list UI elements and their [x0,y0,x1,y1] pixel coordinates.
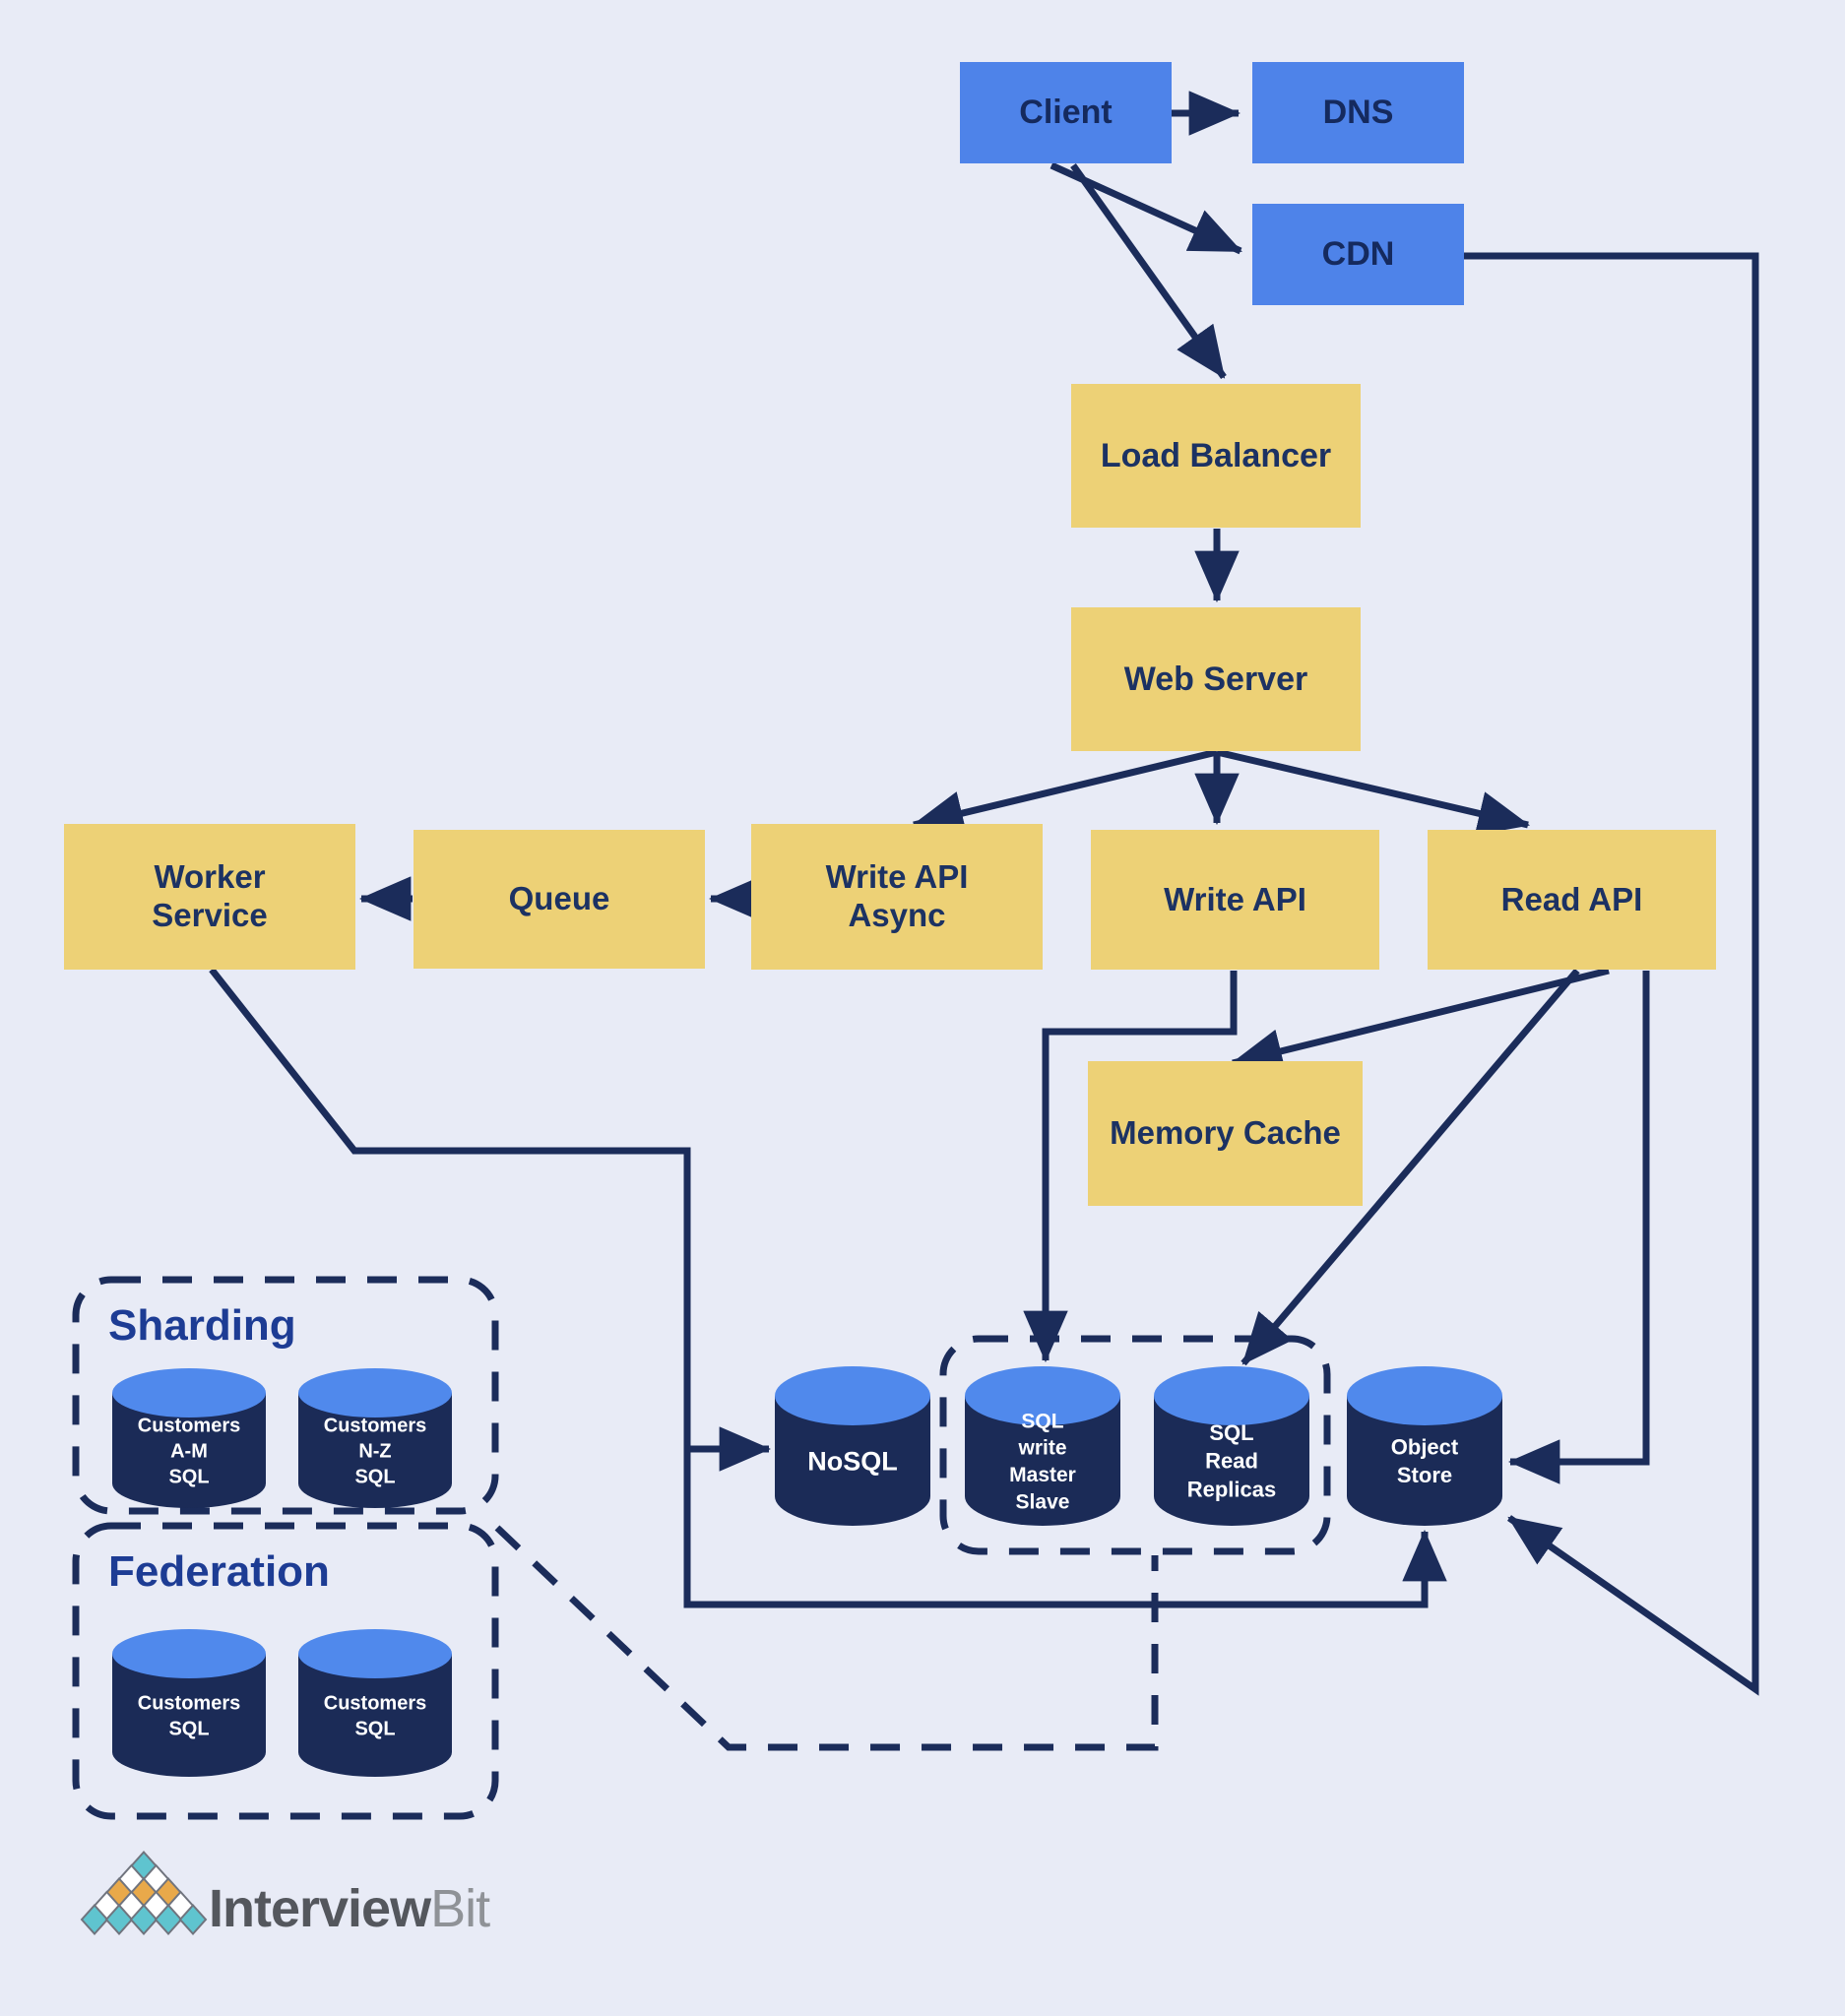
cylinder-nosql: NoSQL [775,1366,930,1526]
node-read-api: Read API [1428,830,1716,970]
dashed-connector-federation-sharding-to-sql-group [494,1525,1159,1751]
arrow-write-api-to-sql-write [1023,971,1238,1363]
interviewbit-logo-text: InterviewBit [209,1878,490,1939]
logo-text-interview: Interview [209,1879,431,1938]
section-box-federation [72,1522,499,1820]
interviewbit-logo: InterviewBit [209,1878,490,1939]
arrow-cdn-to-object-store [1464,252,1759,1696]
arrow-web-server-to-read-api [1216,748,1531,836]
arrow-read-api-to-memory-cache [1230,967,1610,1074]
arrow-web-server-to-write-api-async [911,748,1218,836]
section-title-federation: Federation [108,1547,330,1596]
node-memory-cache: Memory Cache [1088,1061,1363,1206]
arrow-client-to-load-balancer [1070,162,1227,380]
node-dns: DNS [1252,62,1464,163]
node-web-server: Web Server [1071,607,1361,751]
logo-pyramid-icon [80,1851,208,1935]
node-write-api-async: Write API Async [751,824,1043,970]
node-worker-service: Worker Service [64,824,355,970]
arrow-read-api-to-object-store [1507,971,1650,1484]
node-client: Client [960,62,1172,163]
section-box-sharding [72,1276,499,1515]
arrow-read-api-to-sql-read-replicas [1241,968,1580,1366]
group-box-sql-replication-group [939,1335,1331,1555]
node-cdn: CDN [1252,204,1464,305]
node-write-api: Write API [1091,830,1379,970]
node-queue: Queue [414,830,705,969]
node-load-balancer: Load Balancer [1071,384,1361,528]
cylinder-label-nosql: NoSQL [807,1446,898,1476]
arrow-worker-service-to-object-store [209,967,1447,1608]
logo-text-bit: Bit [430,1879,490,1938]
section-title-sharding: Sharding [108,1301,296,1350]
